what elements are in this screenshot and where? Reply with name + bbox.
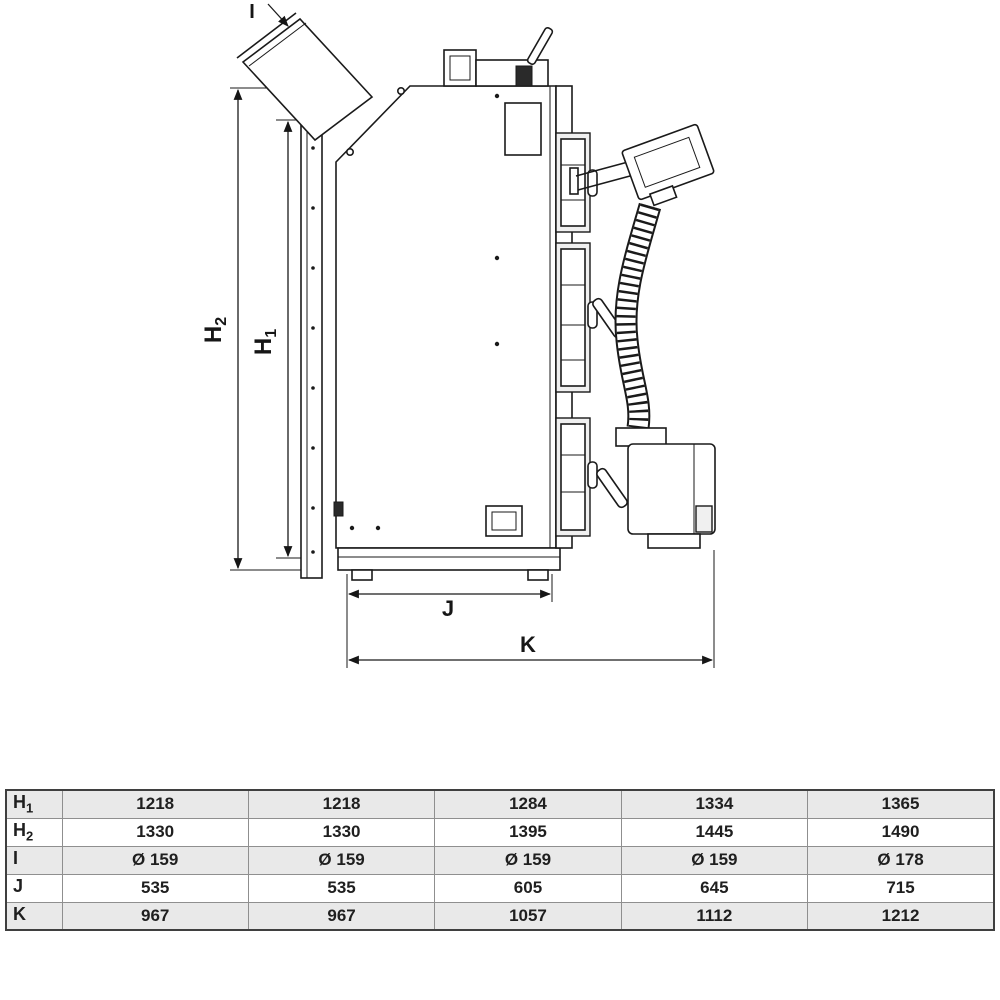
dim-label-text: I <box>13 848 19 869</box>
label-h1-base: H <box>250 338 277 355</box>
top-cover <box>475 59 549 87</box>
label-h2-base: H <box>200 326 227 343</box>
dim-value: 605 <box>434 873 622 903</box>
dimension-j: J <box>346 574 553 621</box>
table-row-k: K 967 967 1057 1112 1212 <box>5 901 995 931</box>
label-h1-sub: 1 <box>263 329 280 338</box>
left-side-panel <box>300 115 323 579</box>
pellet-feed-hose <box>614 202 662 430</box>
dim-value: 645 <box>620 873 809 903</box>
dim-row-label: H2 <box>5 817 63 847</box>
dim-value: 1330 <box>61 817 249 847</box>
control-unit-display <box>633 136 701 188</box>
dimension-h2: H2 <box>200 87 336 571</box>
dim-value: 1330 <box>247 817 436 847</box>
ash-access-cover <box>485 505 523 537</box>
label-h2: H2 <box>200 317 230 343</box>
flue-pipe <box>236 12 374 142</box>
dim-value: Ø 159 <box>247 845 436 875</box>
hatch-latch <box>587 461 598 489</box>
damper-lever <box>526 26 554 66</box>
dim-row-label: J <box>5 873 63 903</box>
dim-value: 1445 <box>620 817 809 847</box>
dim-value: 715 <box>807 873 995 903</box>
dim-value: 1218 <box>61 789 249 819</box>
boiler-body <box>333 85 557 549</box>
boiler-side-view-drawing: H2 H1 <box>200 1 716 668</box>
flue-damper-box <box>443 49 477 87</box>
dim-label-text: H <box>13 792 26 813</box>
label-i: I <box>249 1 255 23</box>
dimension-k: K <box>346 550 715 668</box>
top-fittings <box>443 26 554 87</box>
hatch-latch <box>587 169 598 197</box>
dimension-h1: H1 <box>250 119 303 559</box>
dim-label-text: H <box>13 820 26 841</box>
dim-value: 1395 <box>434 817 622 847</box>
dim-value: 535 <box>61 873 249 903</box>
dim-value: Ø 159 <box>61 845 249 875</box>
dim-row-label: I <box>5 845 63 875</box>
label-h1: H1 <box>250 329 280 355</box>
rating-plate <box>504 102 542 156</box>
dim-value: Ø 159 <box>620 845 809 875</box>
dim-label-text: J <box>13 876 24 897</box>
label-h2-sub: 2 <box>213 317 230 326</box>
dim-value: 1112 <box>620 901 809 931</box>
dim-label-text: K <box>13 903 26 924</box>
door-handle-bottom <box>596 467 628 509</box>
table-row-h1: H1 1218 1218 1284 1334 1365 <box>5 789 995 819</box>
dim-label-sub: 1 <box>26 801 34 817</box>
dim-value: Ø 178 <box>807 845 995 875</box>
dim-value: 967 <box>61 901 249 931</box>
dimensions-table: H1 1218 1218 1284 1334 1365 H2 1330 1330… <box>5 789 995 931</box>
table-row-h2: H2 1330 1330 1395 1445 1490 <box>5 817 995 847</box>
dim-value: 1212 <box>807 901 995 931</box>
dim-label-sub: 2 <box>26 828 34 844</box>
dim-value: 1365 <box>807 789 995 819</box>
dim-row-label: H1 <box>5 789 63 819</box>
dim-value: 1284 <box>434 789 622 819</box>
dim-value: 535 <box>247 873 436 903</box>
dim-value: 967 <box>247 901 436 931</box>
pellet-burner <box>615 427 716 549</box>
dim-value: 1490 <box>807 817 995 847</box>
control-unit-bracket <box>569 161 631 195</box>
cleanout-hatch-middle <box>555 242 598 393</box>
table-row-j: J 535 535 605 645 715 <box>5 873 995 903</box>
dim-value: 1334 <box>620 789 809 819</box>
base-frame <box>337 547 561 581</box>
foot-left <box>351 569 373 581</box>
flue-direction-arrow: I <box>249 1 289 27</box>
dim-value: 1218 <box>247 789 436 819</box>
table-row-i: I Ø 159 Ø 159 Ø 159 Ø 159 Ø 178 <box>5 845 995 875</box>
dim-value: 1057 <box>434 901 622 931</box>
burner-motor <box>695 505 713 533</box>
label-j: J <box>442 596 454 621</box>
dim-row-label: K <box>5 901 63 931</box>
control-unit <box>621 123 715 207</box>
cleanout-hatch-bottom <box>555 417 598 537</box>
label-k: K <box>520 632 536 657</box>
foot-right <box>527 569 549 581</box>
dim-value: Ø 159 <box>434 845 622 875</box>
